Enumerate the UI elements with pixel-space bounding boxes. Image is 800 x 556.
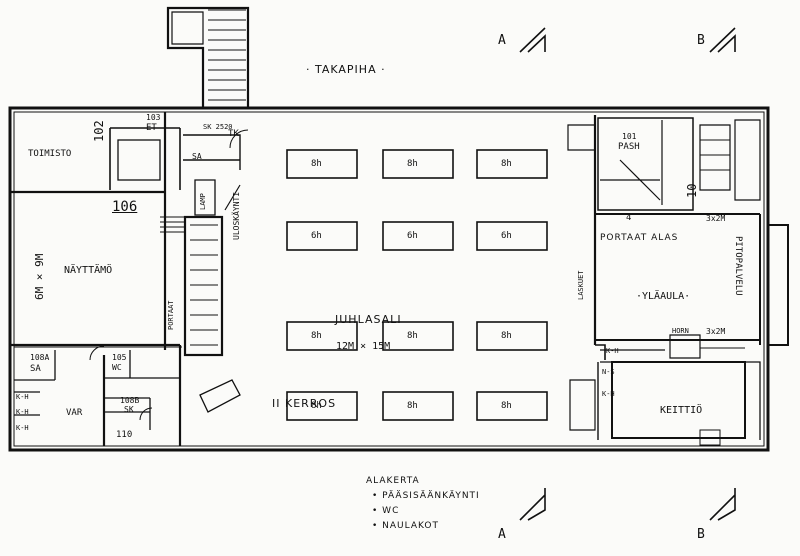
hall-table-label: 8h: [501, 401, 512, 411]
hall-table: [476, 321, 548, 351]
hall-table-label: 6h: [407, 231, 418, 241]
hall-table-label: 6h: [501, 231, 512, 241]
juhlasali-label: JUHLASALI: [335, 313, 402, 326]
hall-table-label: 6h: [311, 231, 322, 241]
pitopalvelu-label: PITOPALVELU: [733, 236, 743, 296]
hall-table-label: 8h: [407, 331, 418, 341]
et-label: ET: [146, 123, 157, 133]
kerros-label: II KERROS: [272, 397, 337, 410]
takapiha-label: · TAKAPIHA ·: [306, 63, 386, 76]
room-110-label: 110: [116, 430, 133, 440]
stage-dimension-label: 6M × 9M: [33, 253, 46, 300]
section-a-bottom-label: A: [498, 527, 506, 542]
pash-label: PASH: [618, 142, 640, 152]
kh-label-3: K-H: [16, 424, 29, 432]
var-label: VAR: [66, 408, 83, 418]
kh-label-1: K-H: [16, 393, 29, 401]
nayttamo-label: NÄYTTÄMÖ: [64, 265, 113, 276]
hall-table: [382, 149, 454, 179]
hall-table: [382, 221, 454, 251]
room-106-label: 106: [112, 199, 138, 215]
hall-table-label: 8h: [311, 401, 322, 411]
toimisto-label: TOIMISTO: [28, 149, 72, 159]
ylaaula-label: ·YLÄAULA·: [636, 291, 691, 302]
legend-item: • WC: [372, 506, 400, 516]
legend-title: ALAKERTA: [366, 476, 420, 486]
keittio-label: KEITTIÖ: [660, 405, 703, 416]
hall-table-label: 8h: [501, 331, 512, 341]
hall-table-label: 8h: [311, 331, 322, 341]
tk-label: TK: [228, 129, 239, 139]
sk-label: SK: [124, 405, 134, 414]
horn-label: HORN: [672, 327, 689, 335]
dim-3x2-top-label: 3x2M: [706, 214, 726, 223]
hall-table: [476, 221, 548, 251]
lamp-label: LAMP: [199, 193, 207, 210]
room-103-label: 103: [146, 113, 161, 122]
kh-right-label-2: K-H: [602, 390, 615, 398]
room-108b-label: 108B: [120, 396, 140, 405]
num-4-label: 4: [626, 213, 632, 223]
kh-right-label-1: K-H: [606, 347, 619, 355]
hall-table: [286, 221, 358, 251]
sa-top-label: SA: [192, 152, 202, 161]
room-105-label: 105: [112, 353, 127, 362]
legend-item: • NAULAKOT: [372, 521, 440, 531]
hall-table-label: 8h: [407, 401, 418, 411]
sa-108a-label: SA: [30, 364, 41, 374]
hall-table: [382, 391, 454, 421]
legend-item: • PÄÄSISÄÄNKÄYNTI: [372, 491, 480, 501]
hall-table-label: 8h: [501, 159, 512, 169]
sk-2520-label: SK 2520: [203, 123, 233, 131]
num-10-label: 10: [685, 183, 699, 198]
sali-dimension-label: 12M × 15M: [336, 341, 391, 352]
room-108a-label: 108A: [30, 353, 50, 362]
section-b-top-label: B: [697, 33, 705, 48]
room-101-label: 101: [622, 132, 637, 141]
hall-table: [476, 149, 548, 179]
ns-label: N-S: [602, 368, 615, 376]
hall-table: [476, 391, 548, 421]
section-b-bottom-label: B: [697, 527, 705, 542]
portaat-alas-label: PORTAAT ALAS: [600, 233, 679, 243]
laskuet-label: LASKUET: [577, 270, 585, 300]
kh-label-2: K-H: [16, 408, 29, 416]
uloskaynti-label: ULOSKÄYNTI: [232, 191, 241, 240]
hall-table: [286, 321, 358, 351]
hall-table: [286, 391, 358, 421]
dim-3x2-bottom-label: 3x2M: [706, 327, 726, 336]
room-102-label: 102: [92, 120, 106, 142]
section-a-top-label: A: [498, 33, 506, 48]
portaat-left-label: PORTAAT: [167, 300, 175, 330]
wc-label: WC: [112, 363, 122, 372]
hall-table: [286, 149, 358, 179]
hall-table: [382, 321, 454, 351]
hall-table-label: 8h: [311, 159, 322, 169]
hall-table-label: 8h: [407, 159, 418, 169]
